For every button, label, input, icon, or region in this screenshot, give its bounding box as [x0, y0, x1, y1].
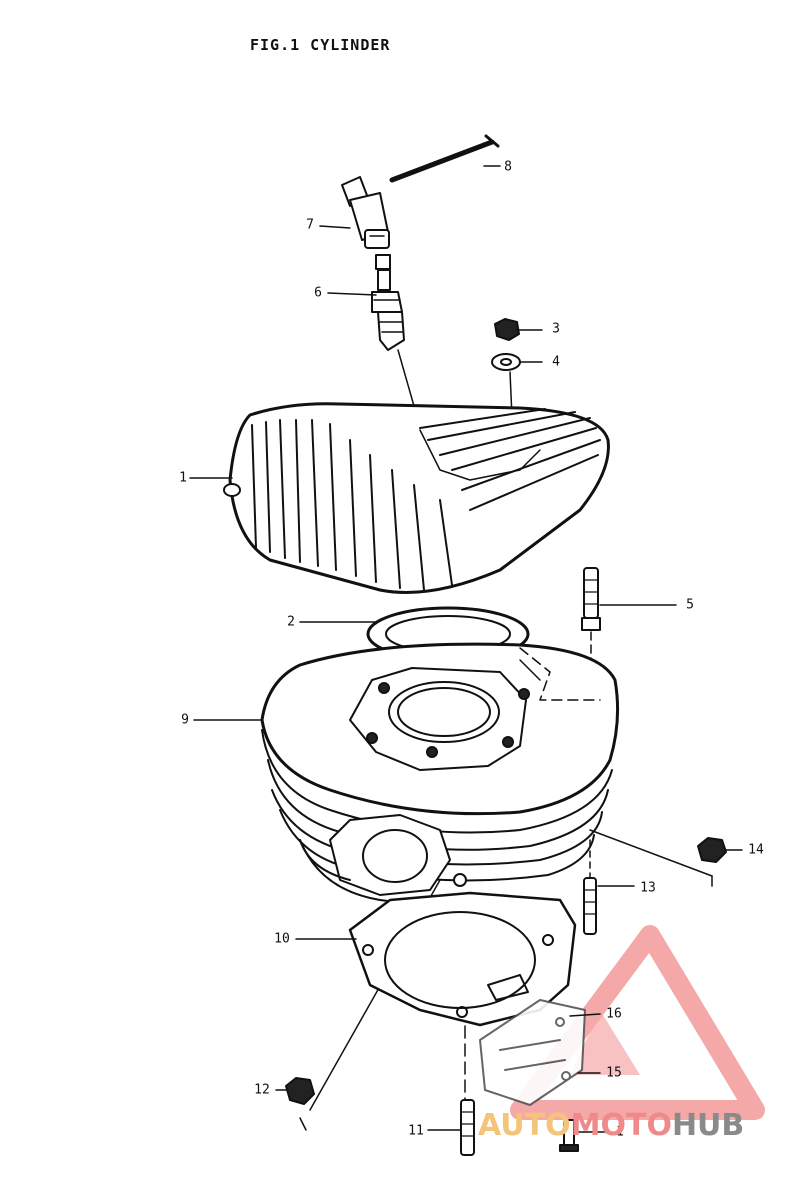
callout-16: 16 — [606, 1006, 622, 1022]
base-gasket — [348, 891, 577, 1027]
callout-9: 9 — [181, 712, 189, 728]
callout-8: 8 — [504, 159, 512, 175]
watermark-text: AUTOMOTOHUB — [478, 1108, 744, 1143]
leader-lines — [189, 165, 743, 1133]
head-nut — [494, 318, 520, 341]
callout-2: 2 — [287, 614, 295, 630]
exhaust-stud — [583, 877, 597, 935]
watermark-auto: AUTO — [478, 1108, 571, 1143]
exhaust-nut — [697, 837, 727, 863]
watermark-moto: MOTO — [570, 1108, 672, 1143]
callout-5: 5 — [686, 597, 694, 613]
cylinder — [260, 642, 620, 907]
figure-title: FIG.1 CYLINDER — [250, 36, 391, 54]
callout-12: 12 — [254, 1082, 270, 1098]
callout-7: 7 — [306, 217, 314, 233]
callout-4: 4 — [552, 354, 560, 370]
callout-13: 13 — [640, 880, 656, 896]
intake-plate — [479, 999, 586, 1106]
bolt — [559, 1119, 579, 1152]
cylinder-head — [223, 402, 610, 594]
ignition-cord — [389, 134, 500, 183]
spark-plug — [371, 254, 419, 421]
callout-11: 11 — [408, 1123, 424, 1139]
callout-6: 6 — [314, 285, 322, 301]
callout-3: 3 — [552, 321, 560, 337]
cylinder-nut — [285, 1077, 315, 1131]
callout-1: 1 — [179, 470, 187, 486]
callout-17: 1 — [616, 1124, 624, 1140]
callout-15: 15 — [606, 1065, 622, 1081]
spark-plug-cap — [341, 176, 390, 249]
callout-10: 10 — [274, 931, 290, 947]
callout-14: 14 — [748, 842, 764, 858]
watermark-hub: HUB — [671, 1108, 745, 1143]
cylinder-stud — [460, 1099, 475, 1156]
